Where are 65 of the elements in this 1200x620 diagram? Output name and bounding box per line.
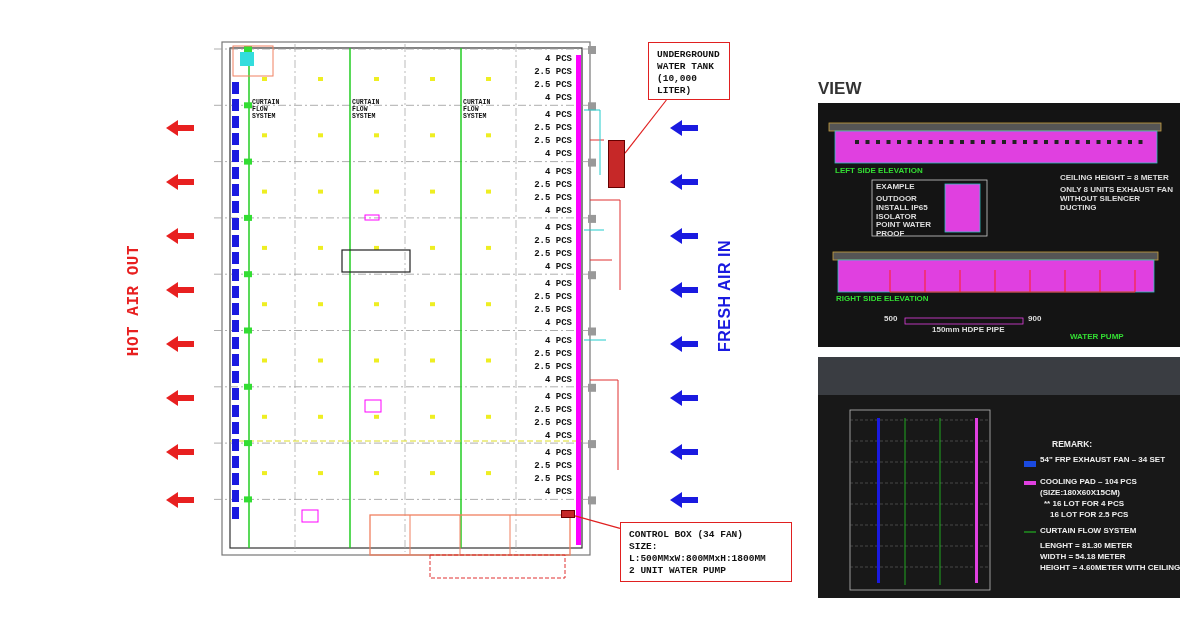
pad-count-label: 4 PCS [544, 336, 572, 347]
pad-count-label: 4 PCS [544, 488, 572, 498]
pad-count-label: 4 PCS [544, 167, 572, 178]
pad-count-label: 2.5 PCS [533, 193, 572, 204]
pad-count-label: 4 PCS [544, 449, 572, 459]
remark-text: CURTAIN FLOW SYSTEM [1040, 527, 1137, 536]
pad-count-label: 2.5 PCS [533, 475, 572, 485]
section-heading: VIEW [818, 80, 862, 99]
pad-count-label: 2.5 PCS [533, 462, 572, 472]
remark-text: HEIGHT = 4.60METER WITH CEILING [1040, 564, 1181, 573]
drawing-title: LEFT SIDE ELEVATION [835, 167, 923, 176]
pad-count-label: 4 PCS [544, 319, 572, 330]
pad-count-label: 2.5 PCS [533, 81, 572, 91]
water-tank [608, 140, 625, 188]
pad-count-label: 4 PCS [544, 375, 572, 386]
remark-text: WIDTH = 54.18 METER [1040, 553, 1126, 562]
remark-text: ** 16 LOT FOR 4 PCS [1044, 500, 1125, 509]
note-text: WATER PUMP [1070, 333, 1124, 342]
callout-box [648, 42, 730, 100]
pipe-label: 150mm HDPE PIPE [932, 326, 1005, 335]
pad-count-label: 2.5 PCS [533, 405, 572, 416]
callout-text: 2 UNIT WATER PUMP [629, 564, 727, 577]
pad-count-label: 4 PCS [544, 431, 572, 442]
pad-count-label: 2.5 PCS [533, 180, 572, 191]
pad-count-label: 2.5 PCS [533, 306, 572, 317]
air-flow-label: FRESH AIR IN [716, 240, 734, 353]
control-box [561, 510, 575, 518]
pad-count-label: 2.5 PCS [533, 418, 572, 429]
pad-count-label: 4 PCS [544, 262, 572, 273]
pad-count-label: 4 PCS [544, 111, 572, 122]
pad-count-label: 4 PCS [544, 55, 572, 65]
remark-text: 54" FRP EXHAUST FAN – 34 SET [1040, 456, 1165, 465]
remark-text: LENGHT = 81.30 METER [1040, 542, 1133, 551]
drawing-title: RIGHT SIDE ELEVATION [836, 295, 929, 304]
remark-text: 16 LOT FOR 2.5 PCS [1050, 511, 1129, 520]
callout-text: SIZE: L:500MMxW:800MMxH:1800MM [629, 540, 767, 565]
remark-text: (SIZE:180X60X15CM) [1040, 489, 1121, 498]
note-text: ONLY 8 UNITS EXHAUST FAN WITHOUT SILENCER DUCTING [1060, 186, 1174, 213]
pad-count-label: 4 PCS [544, 94, 572, 104]
pad-count-label: 4 PCS [544, 206, 572, 217]
pad-count-label: 2.5 PCS [533, 68, 572, 78]
pad-count-label: 4 PCS [544, 150, 572, 161]
pad-count-label: 4 PCS [544, 392, 572, 403]
pad-count-label: 2.5 PCS [533, 293, 572, 304]
pad-count-label: 2.5 PCS [533, 124, 572, 135]
pad-count-label: 4 PCS [544, 280, 572, 291]
note-text: CEILING HEIGHT = 8 METER [1060, 174, 1169, 183]
pad-count-label: 2.5 PCS [533, 137, 572, 148]
callout-text: CONTROL BOX (34 FAN) [629, 529, 745, 541]
dimension-text: 900 [1028, 315, 1042, 324]
pad-count-label: 2.5 PCS [533, 249, 572, 260]
dimension-text: 500 [884, 315, 898, 324]
remark-heading: REMARK: [1052, 440, 1093, 450]
air-flow-label: HOT AIR OUT [126, 245, 144, 357]
callout-box [620, 522, 792, 582]
callout-text: UNDERGROUND WATER TANK (10,000 LITER) [657, 49, 721, 97]
leader-line [624, 99, 667, 154]
note-text: EXAMPLE [876, 183, 915, 192]
note-text: OUTDOOR INSTALL IP65 ISOLATOR POINT WATER PROOF [876, 195, 932, 239]
pad-count-label: 4 PCS [544, 223, 572, 234]
pad-count-label: 2.5 PCS [533, 362, 572, 373]
pad-count-label: 2.5 PCS [533, 349, 572, 360]
pad-count-label: 2.5 PCS [533, 236, 572, 247]
remark-text: COOLING PAD – 104 PCS [1040, 478, 1137, 487]
leader-line [574, 515, 621, 529]
